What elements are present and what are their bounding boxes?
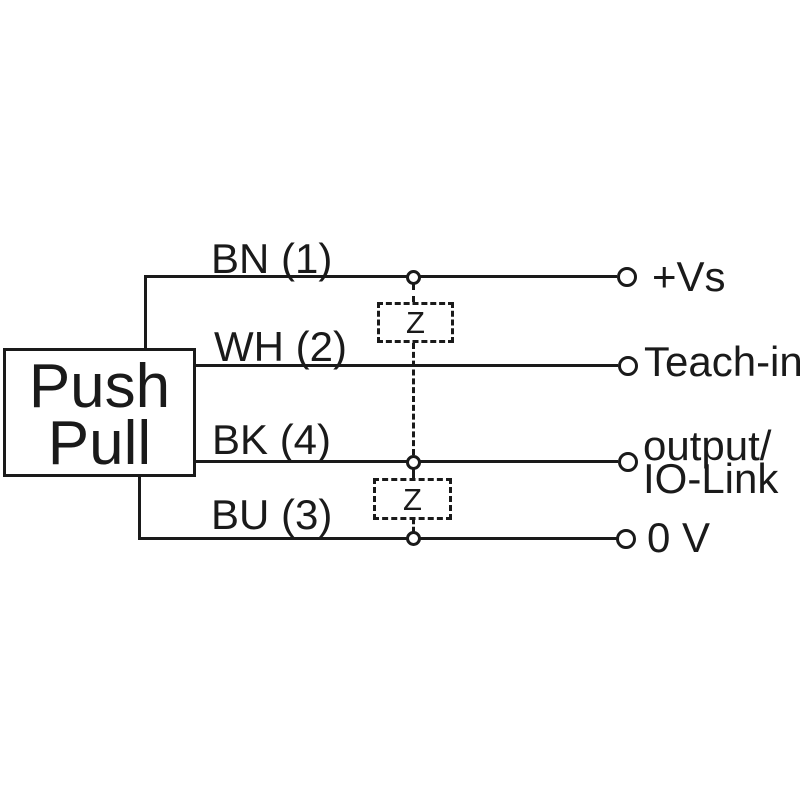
terminal-label-vs: +Vs: [652, 253, 726, 300]
wire-label-bn: BN (1): [211, 235, 333, 282]
terminal-label-output-line2: IO-Link: [643, 455, 779, 502]
terminal-circle-teach-in: [618, 356, 638, 376]
dashed-connector-z1-to-bk: [412, 343, 415, 455]
dashed-connector-bn-to-z1: [412, 284, 415, 302]
junction-node-bk: [406, 455, 421, 470]
device-box: Push Pull: [3, 348, 196, 477]
wire-bu-line: [138, 537, 617, 540]
wire-bn-line: [144, 275, 617, 278]
wire-label-bk: BK (4): [212, 416, 332, 463]
terminal-circle-output: [618, 452, 638, 472]
terminal-label-0v: 0 V: [647, 514, 711, 561]
dashed-connector-z2-to-bu: [412, 519, 415, 532]
junction-node-bn: [406, 270, 421, 285]
junction-node-bu: [406, 531, 421, 546]
device-label-line2: Pull: [47, 408, 152, 478]
suppressor-box-2: Z: [373, 478, 452, 520]
wire-wh-line: [196, 364, 618, 367]
wire-label-wh: WH (2): [214, 323, 347, 370]
terminal-label-teach-in: Teach-in: [644, 338, 800, 385]
wire-label-bu: BU (3): [211, 491, 333, 538]
suppressor-box-1: Z: [377, 302, 454, 343]
terminal-circle-vs: [617, 267, 637, 287]
wire-bn-vertical-segment: [144, 275, 147, 352]
suppressor-symbol-1: Z: [406, 305, 425, 340]
wire-bu-vertical-segment: [138, 474, 141, 540]
dashed-connector-bk-to-z2: [412, 469, 415, 478]
suppressor-symbol-2: Z: [403, 481, 422, 517]
terminal-label-output-io-link: output/ IO-Link: [643, 422, 779, 502]
terminal-circle-0v: [616, 529, 636, 549]
device-label-line1: Push: [28, 351, 171, 421]
terminal-label-output-line1: output/: [643, 422, 772, 469]
